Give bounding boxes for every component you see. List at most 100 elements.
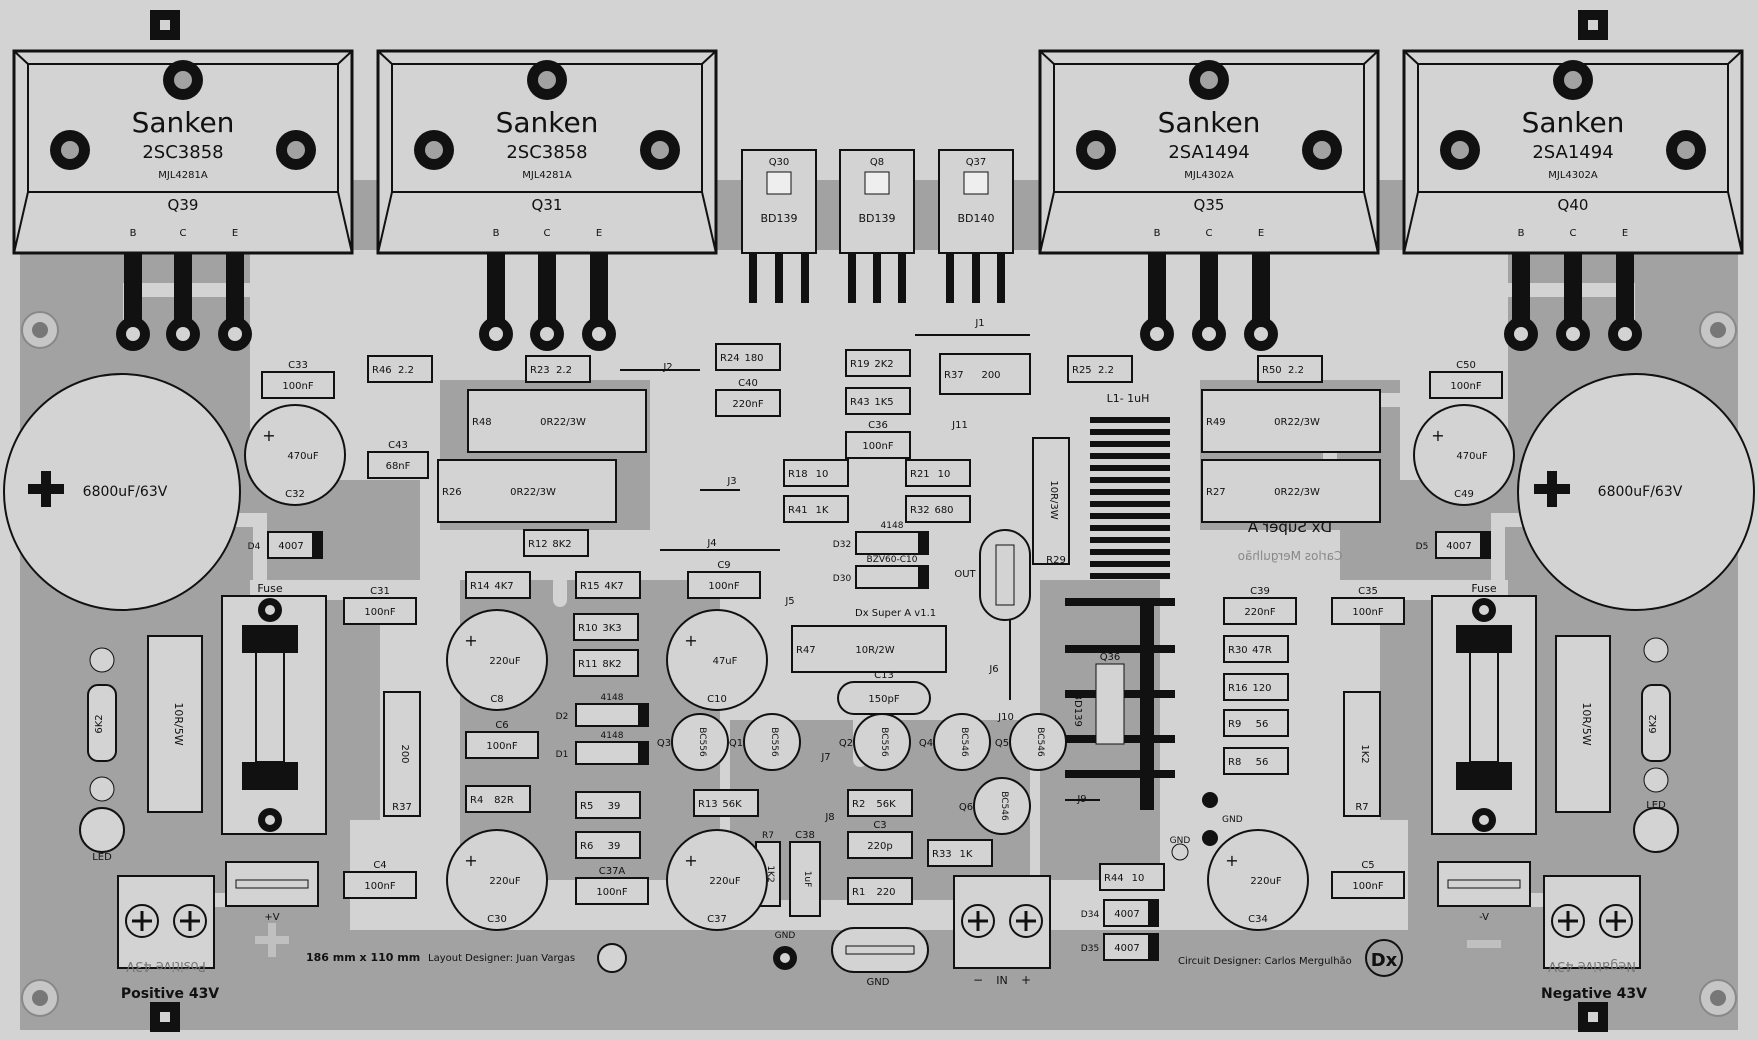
resistor-ref: R8 [1228, 757, 1241, 768]
diode-ref: D34 [1081, 910, 1100, 920]
q8-ref: Q8 [870, 157, 884, 168]
q37-ref: Q37 [966, 157, 987, 168]
resistor-ref: R5 [580, 801, 593, 812]
capacitor-ref: C37A [599, 866, 626, 877]
resistor-ref: R11 [578, 659, 598, 670]
resistor-ref: R25 [1072, 365, 1092, 376]
small-transistor [973, 777, 1031, 835]
res-label: 6K2 [94, 714, 105, 733]
ref-label: Q31 [532, 196, 563, 214]
resistor-value: 4K7 [494, 581, 513, 592]
capacitor-body [1331, 597, 1405, 625]
capacitor-body [1331, 871, 1405, 899]
electrolytic-capacitor [446, 609, 548, 711]
resistor-ref: R21 [910, 469, 930, 480]
polarity-mark: + [684, 631, 697, 650]
gnd-label: GND [867, 977, 890, 988]
output-pad: OUT [954, 529, 1031, 621]
capacitor-value: 150pF [868, 694, 899, 705]
transistor-part: BC546 [959, 727, 969, 757]
cap-value: 6800uF/63V [83, 484, 168, 500]
resistor-ref: R24 [720, 353, 740, 364]
resistor-body [1257, 355, 1323, 383]
polarity-mark: + [1225, 851, 1238, 870]
diode-band [312, 532, 322, 558]
gnd-pads: GND GND GND GND [773, 792, 1243, 988]
resistor-body [939, 353, 1031, 395]
led-right: LED [1633, 637, 1679, 853]
q37-part: BD140 [957, 212, 994, 225]
resistor-value: 120 [1252, 683, 1271, 694]
capacitor-ref: C40 [738, 378, 758, 389]
dx-logo: Dx [1371, 950, 1398, 971]
capacitor-body [343, 597, 417, 625]
small-transistor [743, 713, 801, 771]
driver-transistors: Q30 BD139 Q8 BD139 Q37 BD140 [741, 149, 1014, 303]
minus-v: -V [1479, 912, 1489, 923]
capacitor-value: 100nF [596, 887, 627, 898]
resistor-body [523, 529, 589, 557]
capacitor-value: 100nF [708, 581, 739, 592]
power-transistor: Sanken 2SA1494 MJL4302A Q35 B C E [1038, 49, 1380, 351]
q36-ref: Q36 [1100, 652, 1121, 663]
small-transistor [671, 713, 729, 771]
diode-band [1148, 934, 1158, 960]
capacitor-body [847, 831, 913, 859]
capacitor-body [1223, 597, 1297, 625]
resistor-body [575, 791, 641, 819]
resistor-value: 0R22/3W [510, 487, 556, 498]
brand-label: Sanken [1158, 106, 1261, 139]
capacitor-ref: C39 [1250, 586, 1270, 597]
led-label: LED [1646, 800, 1666, 811]
capacitor-body [343, 871, 417, 899]
diode-ref: D1 [556, 750, 569, 760]
resistor-value: 8K2 [552, 539, 571, 550]
diode-value: 4007 [278, 541, 303, 552]
resistor-value: 10 [1132, 873, 1145, 884]
brand-label: Sanken [496, 106, 599, 139]
transistor-part: BC556 [879, 727, 889, 757]
resistor-ref: R37 [944, 370, 964, 381]
resistor-body [573, 613, 639, 641]
resistor-ref: R46 [372, 365, 392, 376]
resistor-ref: R30 [1228, 645, 1248, 656]
res-label: 10R/3W [1048, 480, 1059, 519]
resistor-ref: R14 [470, 581, 490, 592]
resistor-body [905, 495, 971, 523]
diode-value: 4007 [1114, 943, 1139, 954]
diode-band [1480, 532, 1490, 558]
capacitor-value: 100nF [1450, 381, 1481, 392]
power-transistor: Sanken 2SC3858 MJL4281A Q31 B C E [376, 49, 718, 351]
version-label: Dx Super A v1.1 [855, 608, 936, 619]
capacitor-body [575, 877, 649, 905]
capacitor-ref: C6 [495, 720, 508, 731]
diode-value: BZV60-C10 [867, 555, 918, 565]
capacitor-ref: C43 [388, 440, 408, 451]
capacitor-body [465, 731, 539, 759]
pin-e: E [232, 228, 238, 239]
resistor-body [1223, 709, 1289, 737]
capacitor-value: 220uF [489, 656, 520, 667]
capacitor-ref: C8 [490, 694, 503, 705]
input-plus: + [1021, 973, 1031, 987]
resistor-ref: R47 [796, 645, 816, 656]
fuse-holder-right: Fuse [1431, 582, 1537, 835]
resistor-body [573, 649, 639, 677]
resistor-ref: R2 [852, 799, 865, 810]
jumper-label: J6 [988, 664, 998, 675]
diode-ref: D5 [1416, 542, 1429, 552]
resistor-value: 56K [722, 799, 742, 810]
resistor-value: 3K3 [602, 623, 621, 634]
part-label: 2SC3858 [506, 142, 587, 163]
resistor-body [1223, 673, 1289, 701]
gnd-label: GND [1222, 815, 1243, 825]
alt-label: MJL4281A [158, 170, 208, 181]
mini-fuse-left: +V [225, 861, 319, 957]
resistor-ref: R19 [850, 359, 870, 370]
transistor-part: BC556 [769, 727, 779, 757]
negative-mirror: Negative 43V [1548, 958, 1636, 973]
q30-ref: Q30 [769, 157, 790, 168]
resistor-body [845, 387, 911, 415]
resistor-body [465, 785, 531, 813]
power-terminal-negative: Negative 43V Negative 43V [1541, 875, 1647, 1002]
